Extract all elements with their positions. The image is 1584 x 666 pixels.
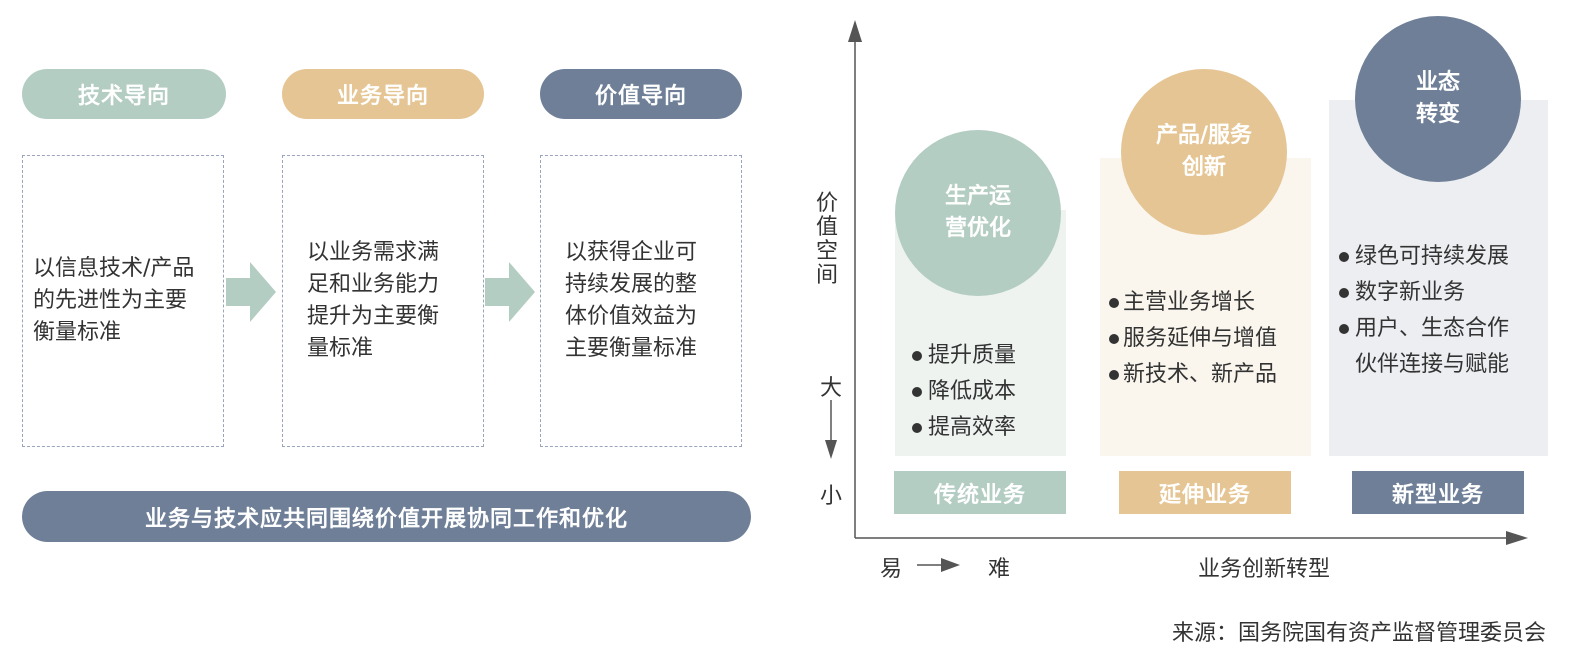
label-hard: 难 [988,557,1011,582]
list-item-continuation: 伙伴连接与赋能 [1355,352,1510,377]
y-axis-arrow-icon [848,20,862,42]
label-small: 小 [820,484,843,509]
bullet-icon [912,351,922,361]
label-large: 大 [820,376,843,401]
box-business-criteria: 以业务需求满 足和业务能力 提升为主要衡 量标准 [282,155,484,447]
bullet-icon [1109,334,1119,344]
list-item: 绿色可持续发展 [1339,239,1509,275]
bullet-icon [1109,298,1119,308]
box-tech-text: 以信息技术/产品 的先进性为主要 衡量标准 [33,256,195,345]
list-item: 新技术、新产品 [1109,357,1277,393]
category-new: 新型业务 [1352,471,1524,514]
circle-business-transformation: 业态 转变 [1355,16,1521,182]
circle-line: 转变 [1415,102,1460,127]
circle-line: 产品/服务 [1155,123,1253,148]
header-tech-oriented: 技术导向 [22,69,226,119]
bullet-icon [912,387,922,397]
header-value-oriented: 价值导向 [540,69,742,119]
bullet-icon [1339,288,1349,298]
bullets-new: 绿色可持续发展 数字新业务 用户、生态合作 伙伴连接与赋能 [1339,239,1509,383]
list-item: 数字新业务 [1339,275,1509,311]
box-tech-criteria: 以信息技术/产品 的先进性为主要 衡量标准 [22,155,224,447]
list-item: 降低成本 [912,374,1016,410]
y-axis-label: 价值空间 [815,191,838,288]
circle-line: 生产运 [944,184,1011,209]
source-note: 来源：国务院国有资产监督管理委员会 [1171,621,1546,646]
collaboration-banner: 业务与技术应共同围绕价值开展协同工作和优化 [22,491,751,542]
category-extended: 延伸业务 [1119,471,1291,514]
list-item: 提高效率 [912,410,1016,446]
bullets-traditional: 提升质量 降低成本 提高效率 [912,338,1016,446]
circle-line: 创新 [1181,155,1226,180]
box-business-text: 以业务需求满 足和业务能力 提升为主要衡 量标准 [307,240,440,361]
box-value-text: 以获得企业可 持续发展的整 体价值效益为 主要衡量标准 [565,240,698,361]
down-arrow-icon [825,440,837,459]
right-arrow-icon [485,262,535,322]
bullet-icon [1339,252,1349,262]
box-value-criteria: 以获得企业可 持续发展的整 体价值效益为 主要衡量标准 [540,155,742,447]
label-easy: 易 [880,557,903,582]
bullet-icon [1109,370,1119,380]
bullets-extended: 主营业务增长 服务延伸与增值 新技术、新产品 [1109,285,1277,393]
circle-line: 业态 [1415,70,1460,95]
list-item: 提升质量 [912,338,1016,374]
x-axis-label: 业务创新转型 [1198,557,1331,582]
circle-line: 营优化 [944,216,1011,241]
circle-product-service-innovation: 产品/服务 创新 [1121,69,1287,235]
circle-operations-optimization: 生产运 营优化 [895,130,1061,296]
header-business-oriented: 业务导向 [282,69,484,119]
category-traditional: 传统业务 [894,471,1066,514]
list-item: 主营业务增长 [1109,285,1277,321]
list-item: 服务延伸与增值 [1109,321,1277,357]
easy-to-hard-arrow-icon [941,558,960,572]
right-arrow-icon [226,262,276,322]
list-item: 用户、生态合作 [1339,311,1509,347]
bullet-icon [912,423,922,433]
bullet-icon [1339,324,1349,334]
x-axis-arrow-icon [1506,531,1528,545]
